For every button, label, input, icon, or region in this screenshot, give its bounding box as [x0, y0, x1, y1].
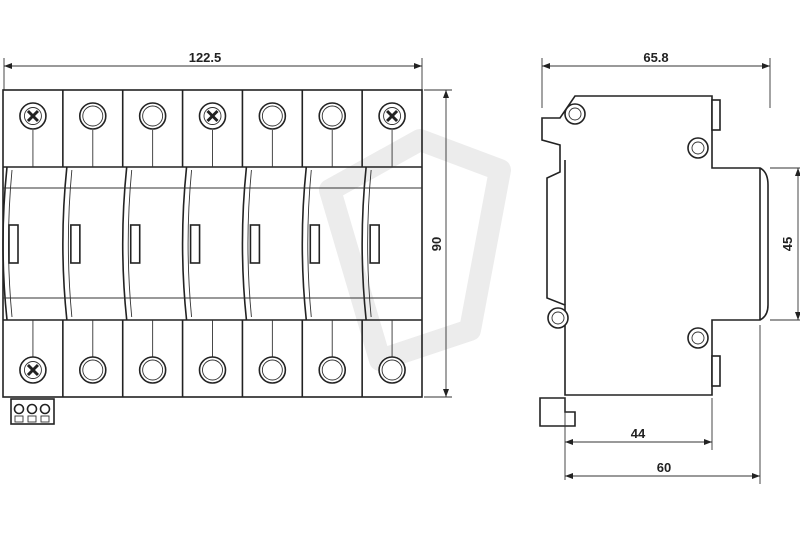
terminal-top-4: [198, 102, 227, 130]
remote-contact-pin-3: [39, 403, 51, 423]
module-3: [121, 90, 167, 397]
side-depth-label-44: 44: [631, 426, 646, 441]
terminal-top-1: [19, 102, 47, 130]
terminal-bottom-3: [138, 356, 167, 384]
terminal-bottom-6: [318, 356, 347, 384]
side-front-height-dimension: 45: [770, 167, 800, 321]
side-screw-bottom-right: [687, 327, 709, 349]
side-screw-top-right: [687, 137, 709, 159]
side-depth-dimension-44: 44: [564, 398, 713, 480]
terminal-bottom-1: [19, 356, 47, 384]
module-6: [301, 90, 347, 397]
side-view: 65.8 45: [539, 50, 800, 484]
terminal-bottom-7: [378, 356, 406, 384]
front-view: 122.5 90: [2, 50, 452, 425]
remote-contact-block: [10, 398, 55, 425]
terminal-bottom-2: [78, 356, 107, 384]
front-height-label: 90: [429, 237, 444, 251]
module-1: [2, 102, 47, 384]
side-screw-top-left: [564, 103, 586, 125]
module-7: [361, 90, 406, 397]
module-group: [2, 90, 422, 397]
side-depth-label-60: 60: [657, 460, 671, 475]
front-width-label: 122.5: [189, 50, 222, 65]
module-4: [181, 90, 227, 397]
terminal-bottom-5: [258, 356, 287, 384]
terminal-top-6: [318, 102, 347, 130]
terminal-top-7: [378, 102, 406, 130]
remote-contact-pin-2: [26, 403, 38, 423]
side-profile-outline: [541, 95, 769, 396]
module-5: [241, 90, 287, 397]
terminal-top-5: [258, 102, 287, 130]
side-width-dimension: 65.8: [541, 50, 771, 108]
module-2: [62, 90, 107, 397]
side-depth-dimension-60: 60: [565, 325, 761, 484]
watermark-logo: [319, 129, 511, 371]
terminal-bottom-4: [198, 356, 227, 384]
front-height-dimension: 90: [424, 89, 452, 398]
side-front-height-label: 45: [780, 237, 795, 251]
side-screw-bottom-left: [547, 307, 569, 329]
front-width-dimension: 122.5: [3, 50, 423, 90]
remote-contact-pin-1: [13, 403, 25, 423]
terminal-top-3: [138, 102, 167, 130]
terminal-top-2: [78, 102, 107, 130]
side-width-label: 65.8: [643, 50, 668, 65]
